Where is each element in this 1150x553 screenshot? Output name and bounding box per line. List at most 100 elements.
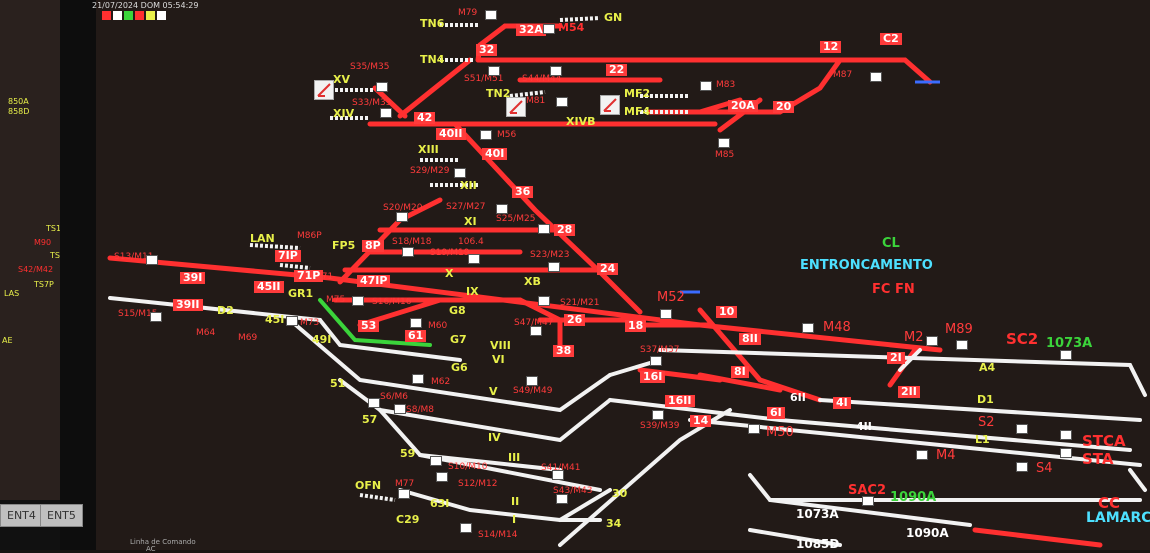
signal-s51m51[interactable]: S51/M51 <box>464 74 504 84</box>
signal-head-icon[interactable] <box>485 10 497 20</box>
signal-head-icon[interactable] <box>396 212 408 222</box>
signal-head-icon[interactable] <box>802 323 814 333</box>
track-box-16i[interactable]: 16I <box>640 371 666 383</box>
signal-m4[interactable]: M4 <box>936 448 956 463</box>
signal-106-4[interactable]: 106.4 <box>458 237 484 247</box>
signal-s23m23[interactable]: S23/M23 <box>530 250 570 260</box>
signal-s27m27[interactable]: S27/M27 <box>446 202 486 212</box>
signal-head-icon[interactable] <box>430 456 442 466</box>
signal-m62[interactable]: M62 <box>431 377 451 387</box>
signal-m52[interactable]: M52 <box>657 290 685 305</box>
signal-head-icon[interactable] <box>398 489 410 499</box>
signal-head-icon[interactable] <box>550 66 562 76</box>
track-box-39ii[interactable]: 39II <box>173 299 203 311</box>
track-box-71p[interactable]: 71P <box>294 270 324 282</box>
signal-m87[interactable]: M87 <box>833 70 853 80</box>
track-box-61[interactable]: 61 <box>405 330 427 342</box>
signal-s15m15[interactable]: S15/M15 <box>118 309 158 319</box>
signal-head-icon[interactable] <box>650 356 662 366</box>
signal-head-icon[interactable] <box>286 316 298 326</box>
signal-head-icon[interactable] <box>956 340 968 350</box>
signal-head-icon[interactable] <box>556 494 568 504</box>
signal-head-icon[interactable] <box>870 72 882 82</box>
signal-s49m49[interactable]: S49/M49 <box>513 386 553 396</box>
track-box-36[interactable]: 36 <box>512 186 534 198</box>
signal-m89[interactable]: M89 <box>945 322 973 337</box>
signal-s33m33[interactable]: S33/M33 <box>352 98 392 108</box>
signal-m64[interactable]: M64 <box>196 328 216 338</box>
signal-head-icon[interactable] <box>488 66 500 76</box>
signal-m86p[interactable]: M86P <box>297 231 322 241</box>
palette-swatch[interactable] <box>124 11 133 20</box>
track-box-16ii[interactable]: 16II <box>665 395 695 407</box>
palette-swatch[interactable] <box>113 11 122 20</box>
signal-s13m11[interactable]: S13/M11 <box>114 252 154 262</box>
signal-head-icon[interactable] <box>380 108 392 118</box>
palette-swatch[interactable] <box>102 11 111 20</box>
signal-head-icon[interactable] <box>1060 448 1072 458</box>
track-box-10[interactable]: 10 <box>716 306 738 318</box>
signal-m85[interactable]: M85 <box>715 150 735 160</box>
track-box-34[interactable]: 34 <box>606 517 622 530</box>
tab-ent4[interactable]: ENT4 <box>0 504 43 527</box>
signal-m83[interactable]: M83 <box>716 80 736 90</box>
track-box-40ii[interactable]: 40II <box>436 128 466 140</box>
station-1073a-top[interactable]: 1073A <box>1046 336 1093 351</box>
signal-s43m43[interactable]: S43/M43 <box>553 486 593 496</box>
track-box-53[interactable]: 53 <box>358 320 380 332</box>
station-stca[interactable]: STCA <box>1082 432 1126 450</box>
track-box-47ip[interactable]: 47IP <box>357 275 391 287</box>
track-box-4i[interactable]: 4I <box>833 397 851 409</box>
signal-head-icon[interactable] <box>376 82 388 92</box>
signal-head-icon[interactable] <box>700 81 712 91</box>
track-box-14[interactable]: 14 <box>690 415 712 427</box>
signal-m73[interactable]: M73 <box>300 318 320 328</box>
signal-head-icon[interactable] <box>480 130 492 140</box>
signal-s6m6[interactable]: S6/M6 <box>380 392 408 402</box>
signal-head-icon[interactable] <box>556 97 568 107</box>
track-box-40i[interactable]: 40I <box>482 148 508 160</box>
track-box-39i[interactable]: 39I <box>180 272 206 284</box>
track-box-45ii[interactable]: 45II <box>254 281 284 293</box>
signal-head-icon[interactable] <box>548 262 560 272</box>
palette-swatch[interactable] <box>146 11 155 20</box>
signal-head-icon[interactable] <box>926 336 938 346</box>
signal-head-icon[interactable] <box>1060 430 1072 440</box>
station-lamarc[interactable]: LAMARC <box>1086 510 1150 526</box>
track-box-m54[interactable]: M54 <box>558 21 585 34</box>
signal-s2[interactable]: S2 <box>978 415 995 430</box>
station-1090a-green[interactable]: 1090A <box>890 490 937 505</box>
signal-s10m10[interactable]: S10/M10 <box>448 462 488 472</box>
signal-m75[interactable]: M75 <box>326 295 346 305</box>
signal-s14m14[interactable]: S14/M14 <box>478 530 518 540</box>
signal-head-icon[interactable] <box>368 398 380 408</box>
track-box-24[interactable]: 24 <box>597 263 619 275</box>
signal-m60[interactable]: M60 <box>428 321 448 331</box>
signal-s8m8[interactable]: S8/M8 <box>406 405 434 415</box>
signal-head-icon[interactable] <box>748 424 760 434</box>
signal-head-icon[interactable] <box>526 376 538 386</box>
signal-head-icon[interactable] <box>352 296 364 306</box>
track-box-20[interactable]: 20 <box>773 101 795 113</box>
track-box-28[interactable]: 28 <box>554 224 576 236</box>
track-box-c2[interactable]: C2 <box>880 33 902 45</box>
tab-ent5[interactable]: ENT5 <box>40 504 83 527</box>
signal-head-icon[interactable] <box>150 312 162 322</box>
signal-head-icon[interactable] <box>146 255 158 265</box>
signal-head-icon[interactable] <box>496 204 508 214</box>
signal-head-icon[interactable] <box>436 472 448 482</box>
track-box-2i[interactable]: 2I <box>887 352 905 364</box>
signal-s35m35[interactable]: S35/M35 <box>350 62 390 72</box>
station-1090a[interactable]: 1090A <box>906 526 949 540</box>
signal-head-icon[interactable] <box>468 254 480 264</box>
track-box-6i[interactable]: 6I <box>767 407 785 419</box>
station-1085d[interactable]: 1085D <box>796 537 840 551</box>
signal-s16m16[interactable]: S16/M16 <box>372 297 412 307</box>
signal-m77[interactable]: M77 <box>395 479 415 489</box>
signal-m2[interactable]: M2 <box>904 330 924 345</box>
station-sta[interactable]: STA <box>1082 450 1114 468</box>
signal-m79[interactable]: M79 <box>458 8 478 18</box>
signal-head-icon[interactable] <box>538 296 550 306</box>
track-box-7ip[interactable]: 7IP <box>275 250 301 262</box>
signal-s12m12[interactable]: S12/M12 <box>458 479 498 489</box>
